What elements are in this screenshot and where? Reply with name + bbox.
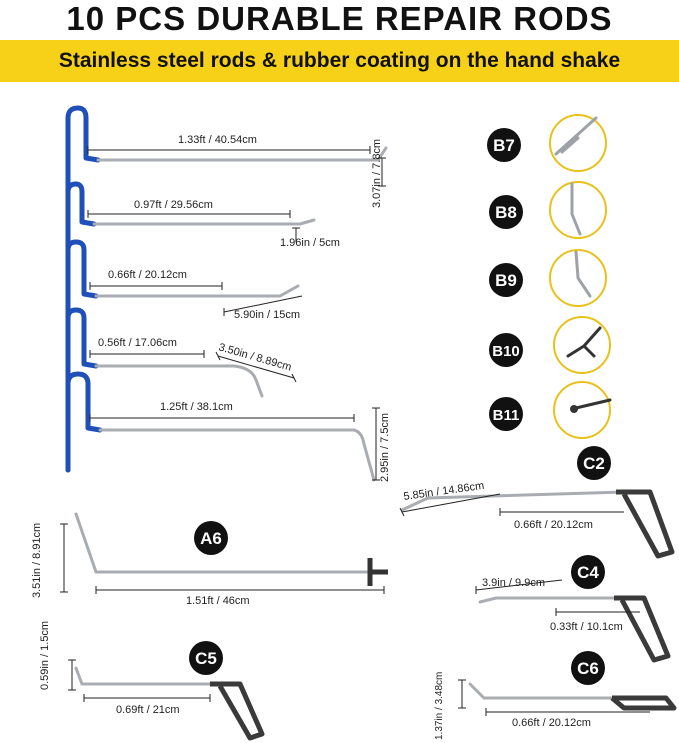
tip-badge-b10: B10 [489, 333, 523, 367]
c5-rod: C5 0.59in / 1.5cm 0.69ft / 21cm [39, 621, 265, 741]
c5-label: C5 [195, 649, 217, 668]
rod-3-tip-label: 5.90in / 15cm [234, 309, 300, 321]
c6-length-label: 0.66ft / 20.12cm [512, 717, 591, 729]
tip-b11-label: B11 [493, 407, 520, 424]
blue-handle-rod-1 [65, 105, 388, 473]
tip-b9-label: B9 [495, 271, 517, 290]
tip-badge-b8: B8 [489, 195, 523, 229]
c6-rod: C6 1.37in / 3.48cm 0.66ft / 20.12cm [434, 651, 677, 740]
rod-4-length-label: 0.56ft / 17.06cm [98, 337, 177, 349]
bent-tip-icon [553, 316, 611, 374]
hook-tip-icon [549, 249, 607, 307]
c4-length-label: 0.33ft / 10.1cm [550, 621, 623, 633]
c6-label: C6 [577, 659, 599, 678]
a6-rod: A6 3.51in / 8.91cm 1.51ft / 46cm [31, 512, 388, 607]
tip-badge-b11: B11 [489, 397, 523, 431]
dimension-lines [87, 146, 386, 481]
c2-length-label: 0.66ft / 20.12cm [514, 519, 593, 531]
c4-label: C4 [577, 563, 599, 582]
a6-length-label: 1.51ft / 46cm [186, 595, 250, 607]
rod-2-tip-label: 1.96in / 5cm [280, 237, 340, 249]
hook-tip-icon [549, 181, 607, 239]
c6-tip-label: 1.37in / 3.48cm [434, 672, 445, 740]
rod-5-tip-label: 2.95in / 7.5cm [379, 413, 391, 482]
c4-rod: C4 3.9in / 9.9cm 0.33ft / 10.1cm [475, 555, 671, 663]
c5-length-label: 0.69ft / 21cm [116, 704, 180, 716]
rod-1-tip-label: 3.07in / 7.8cm [371, 139, 383, 208]
tip-badge-b7: B7 [487, 128, 521, 162]
c2-label: C2 [583, 454, 605, 473]
tip-badge-b9: B9 [489, 263, 523, 297]
blue-handle-rod-2 [65, 181, 316, 228]
c5-tip-label: 0.59in / 1.5cm [39, 621, 51, 690]
rod-4-tip-label: 3.50in / 8.89cm [217, 341, 293, 373]
blue-handle-rod-5 [65, 371, 376, 482]
banner-text: Stainless steel rods & rubber coating on… [58, 49, 621, 72]
blue-handle-rods [65, 105, 388, 482]
hook-tip-icon [549, 114, 607, 172]
a6-label: A6 [200, 529, 222, 548]
a6-height-label: 3.51in / 8.91cm [31, 523, 43, 598]
blue-handle-rod-4 [65, 307, 264, 398]
rod-5-length-label: 1.25ft / 38.1cm [160, 401, 233, 413]
blue-handle-rod-3 [65, 239, 300, 303]
c4-tip-label: 3.9in / 9.9cm [482, 577, 545, 589]
rod-1-length-label: 1.33ft / 40.54cm [178, 134, 257, 146]
rod-2-length-label: 0.97ft / 29.56cm [134, 199, 213, 211]
tip-b7-label: B7 [493, 136, 515, 155]
ball-tip-icon [553, 381, 612, 439]
page-title: 10 PCS DURABLE REPAIR RODS [66, 0, 613, 37]
tip-b8-label: B8 [495, 203, 517, 222]
banner: Stainless steel rods & rubber coating on… [0, 40, 679, 82]
rod-3-length-label: 0.66ft / 20.12cm [108, 269, 187, 281]
c2-rod: C2 5.85in / 14.86cm 0.66ft / 20.12cm [399, 446, 675, 559]
tip-b10-label: B10 [492, 343, 520, 360]
